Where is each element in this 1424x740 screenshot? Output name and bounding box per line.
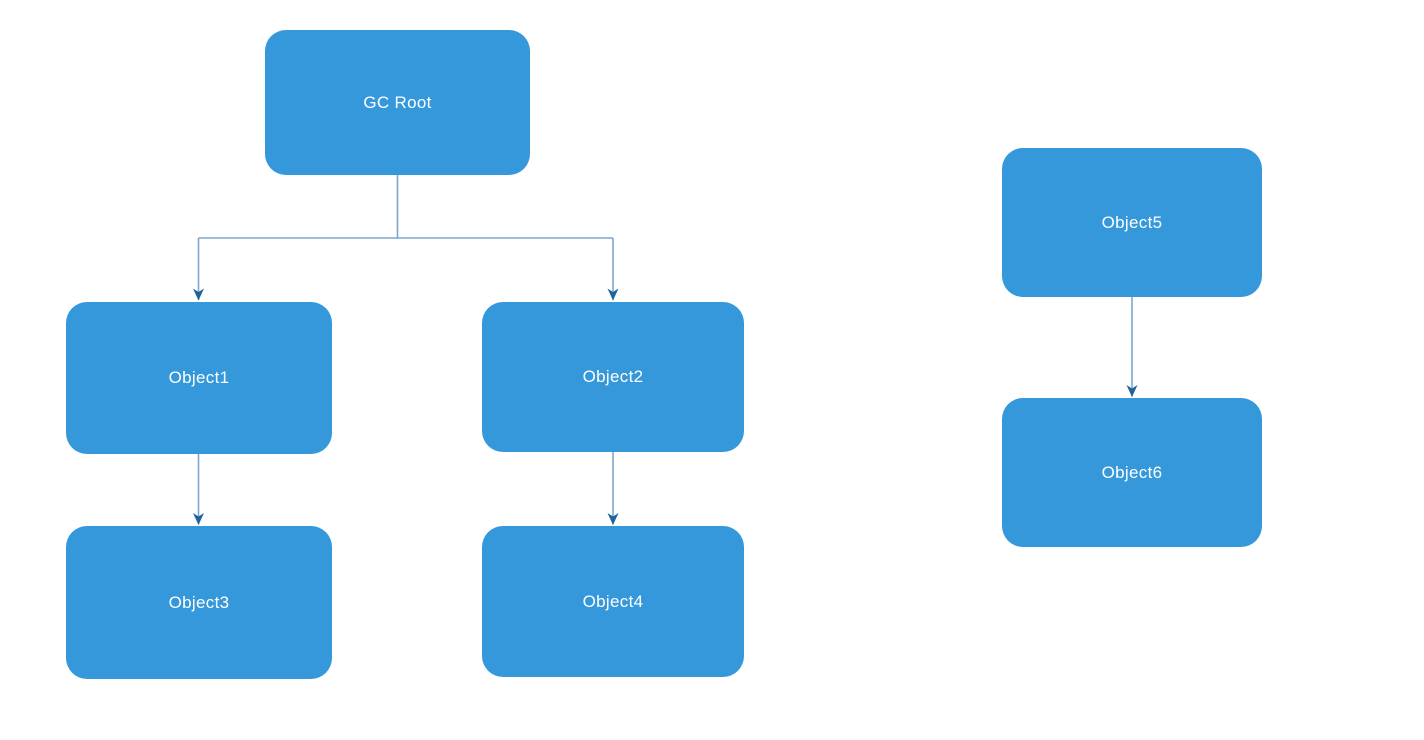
- node-object1[interactable]: Object1: [66, 302, 332, 454]
- node-object2[interactable]: Object2: [482, 302, 744, 452]
- node-gc-root[interactable]: GC Root: [265, 30, 530, 175]
- node-object1-label: Object1: [168, 368, 230, 387]
- node-object2-label: Object2: [582, 367, 644, 386]
- node-object6[interactable]: Object6: [1002, 398, 1262, 547]
- node-object6-label: Object6: [1101, 462, 1163, 482]
- node-object3[interactable]: Object3: [66, 526, 332, 679]
- node-object4[interactable]: Object4: [482, 526, 744, 677]
- node-object3-label: Object3: [168, 592, 230, 612]
- node-object5[interactable]: Object5: [1002, 148, 1262, 297]
- node-object4-label: Object4: [582, 591, 644, 611]
- node-object5-label: Object5: [1101, 212, 1163, 232]
- node-gc-root-label: GC Root: [363, 92, 432, 112]
